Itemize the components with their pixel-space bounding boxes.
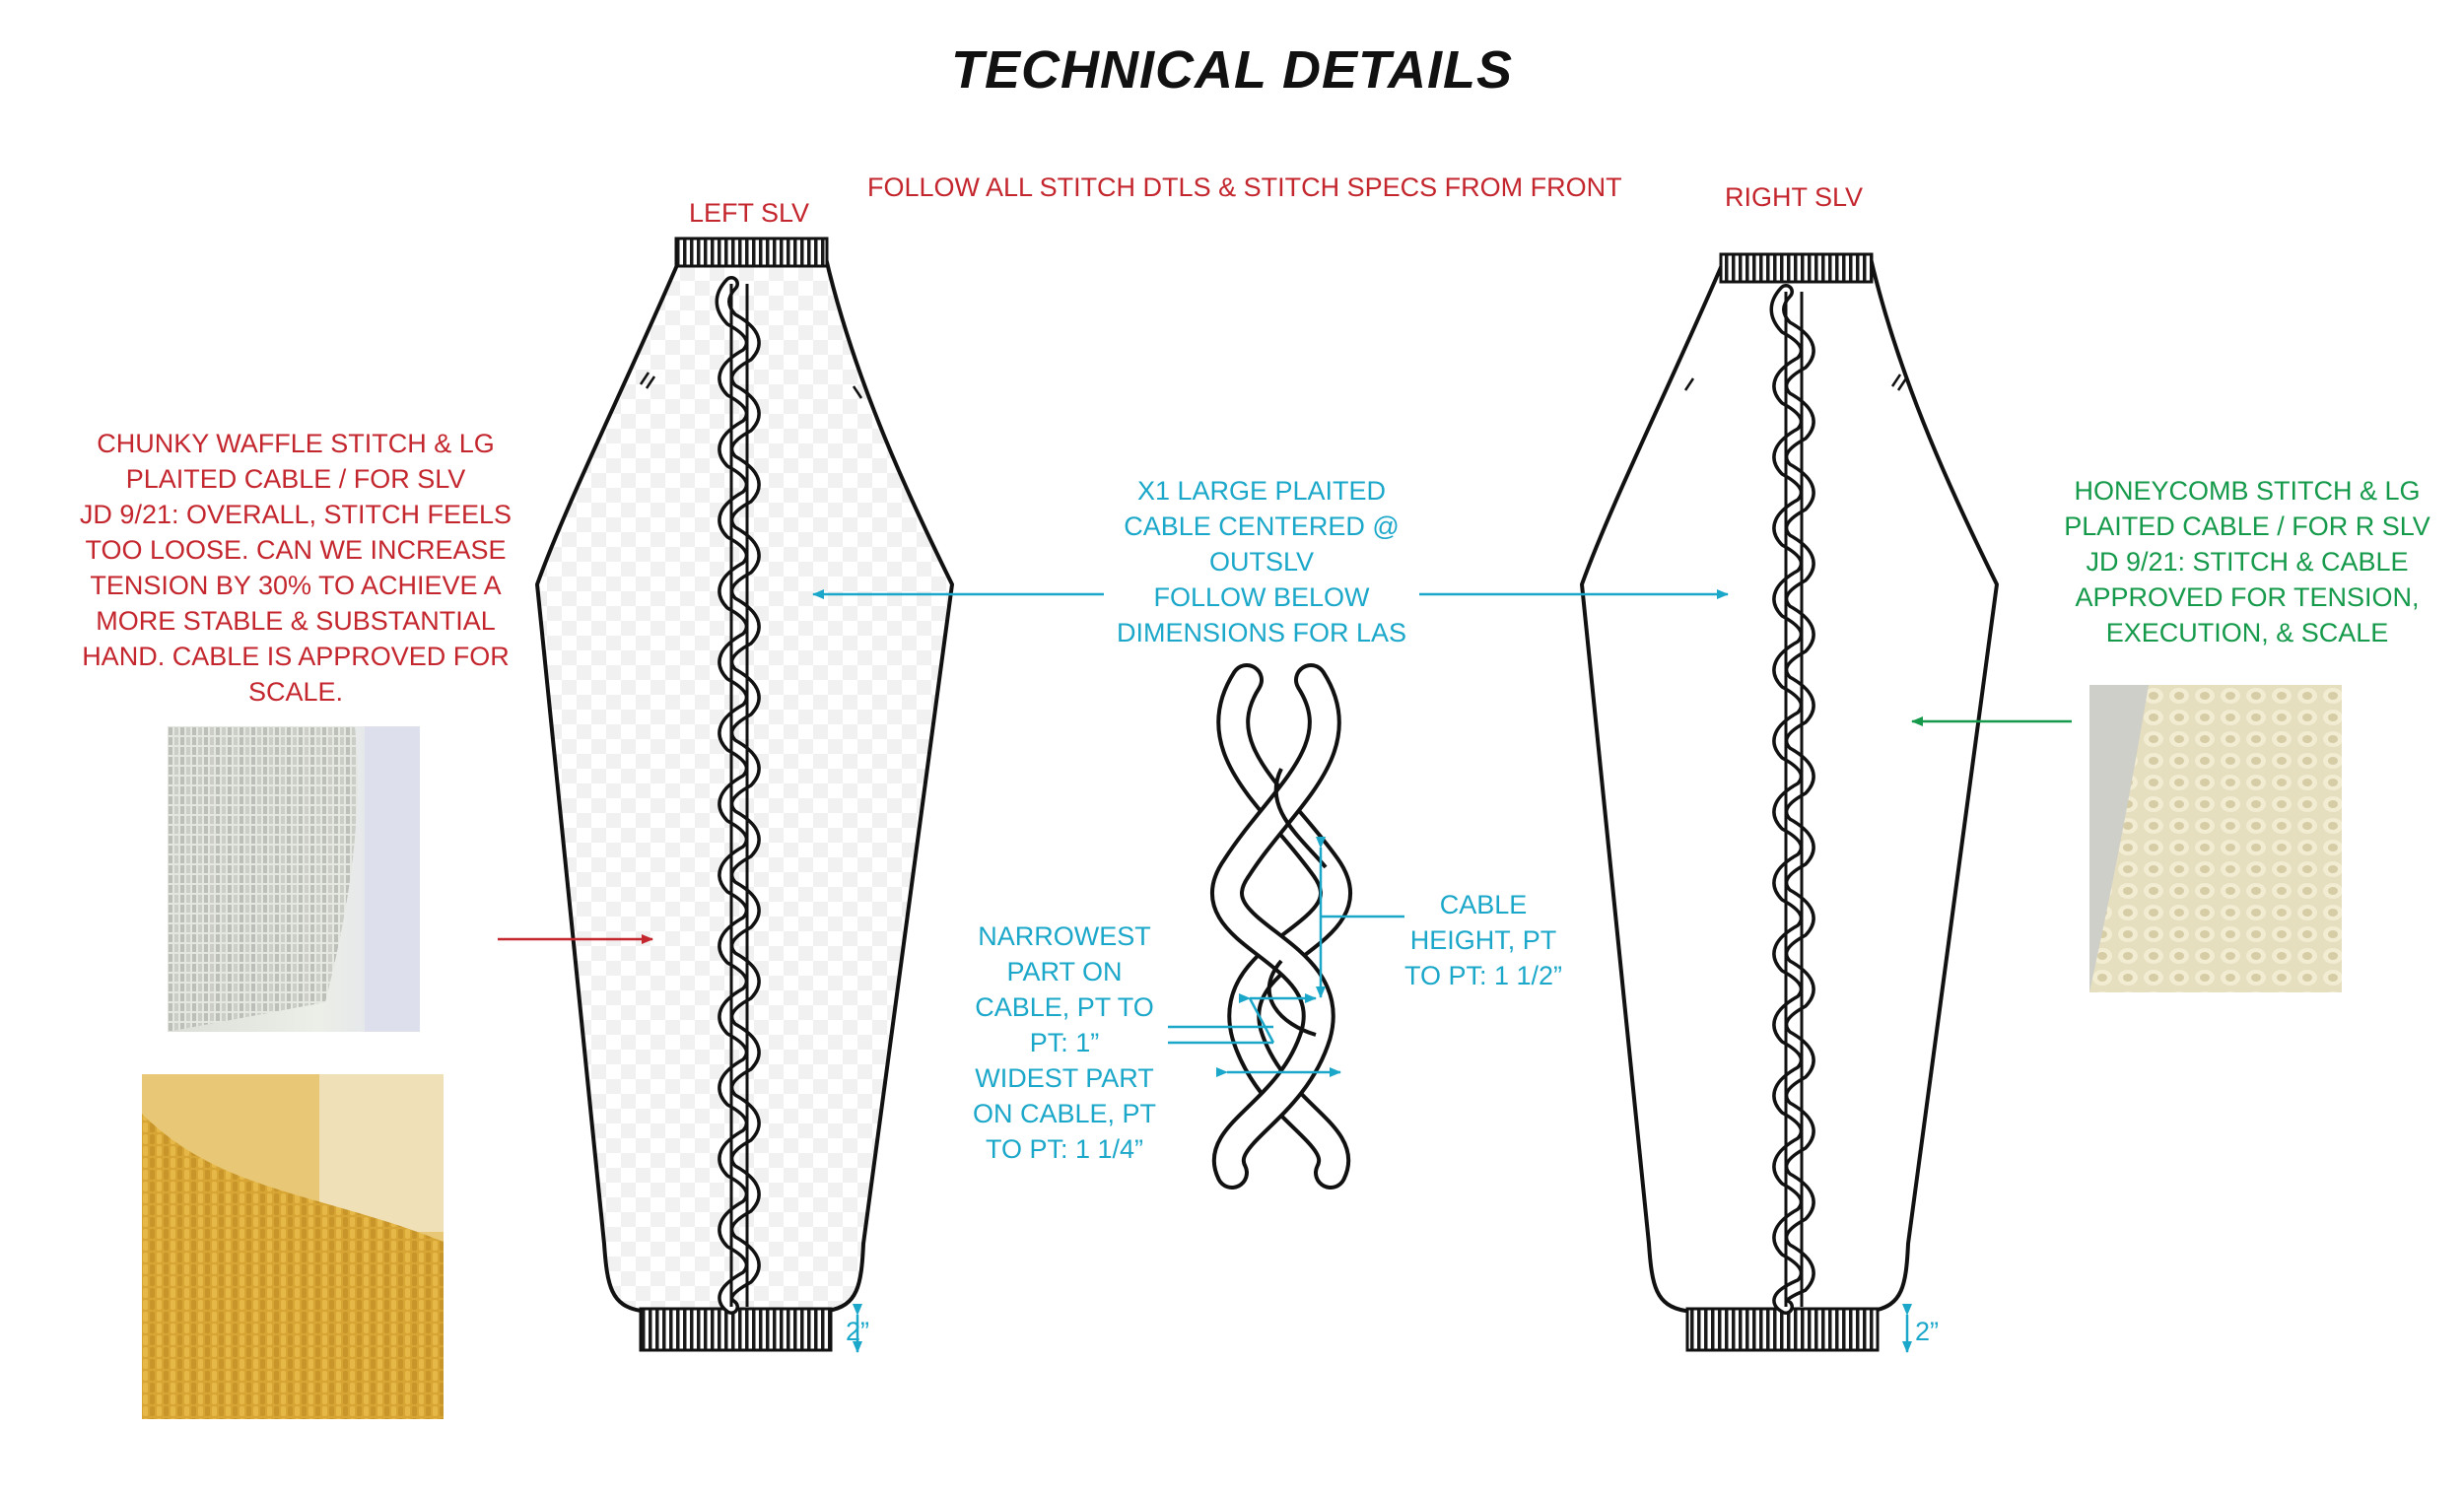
narrowest-part-note: NARROWEST PART ON CABLE, PT TO PT: 1” — [961, 918, 1168, 1060]
right-sleeve-cuff-rib — [1685, 1307, 1880, 1352]
left-note-line: TOO LOOSE. CAN WE INCREASE — [85, 535, 507, 565]
cable-callout-line: FOLLOW BELOW — [1153, 582, 1370, 612]
left-note-line: TENSION BY 30% TO ACHIEVE A — [90, 571, 502, 600]
left-sleeve-note: CHUNKY WAFFLE STITCH & LG PLAITED CABLE … — [59, 426, 532, 710]
left-note-line: JD 9/21: OVERALL, STITCH FEELS — [79, 500, 513, 529]
narrowest-line: PART ON — [1006, 957, 1123, 986]
widest-part-note: WIDEST PART ON CABLE, PT TO PT: 1 1/4” — [961, 1060, 1168, 1167]
left-sleeve-flat — [535, 237, 954, 1352]
narrowest-line: CABLE, PT TO — [975, 992, 1154, 1022]
cable-height-line: HEIGHT, PT — [1409, 925, 1557, 955]
left-note-line: SCALE. — [247, 677, 344, 707]
callout-arrows — [498, 589, 2072, 944]
stitch-instruction: FOLLOW ALL STITCH DTLS & STITCH SPECS FR… — [867, 172, 1622, 202]
cable-height-line: CABLE — [1439, 890, 1528, 919]
right-sleeve-flat — [1580, 252, 1999, 1352]
widest-line: ON CABLE, PT — [972, 1099, 1157, 1128]
right-sleeve-note: HONEYCOMB STITCH & LG PLAITED CABLE / FO… — [2050, 473, 2444, 650]
right-sleeve-top-rib — [1719, 252, 1874, 284]
narrowest-line: PT: 1” — [1029, 1028, 1100, 1057]
page-title: TECHNICAL DETAILS — [951, 40, 1513, 100]
mustard-knit-photo — [142, 1074, 444, 1419]
left-sleeve-cuff-rib — [639, 1307, 833, 1352]
cable-height-line: TO PT: 1 1/2” — [1403, 961, 1563, 990]
left-note-line: PLAITED CABLE / FOR SLV — [125, 464, 466, 494]
widest-line: WIDEST PART — [975, 1063, 1154, 1093]
honeycomb-stitch-photo — [2089, 685, 2342, 992]
right-sleeve-label: RIGHT SLV — [1724, 182, 1864, 212]
left-notch-mark — [639, 372, 656, 389]
cable-callout-line: X1 LARGE PLAITED — [1136, 476, 1387, 506]
right-note-line: APPROVED FOR TENSION, — [2075, 582, 2420, 612]
right-cuff-dimension: 2” — [1915, 1317, 1940, 1346]
narrowest-line: NARROWEST — [978, 921, 1151, 951]
left-note-line: HAND. CABLE IS APPROVED FOR — [82, 642, 510, 671]
left-note-line: CHUNKY WAFFLE STITCH & LG — [97, 429, 495, 458]
left-sleeve-label: LEFT SLV — [688, 198, 810, 228]
cable-dimensions — [853, 837, 1912, 1353]
right-note-line: HONEYCOMB STITCH & LG — [2074, 476, 2421, 506]
widest-line: TO PT: 1 1/4” — [985, 1134, 1144, 1164]
waffle-stitch-photo — [168, 726, 420, 1032]
left-notch-mark-right — [852, 385, 863, 399]
left-note-line: MORE STABLE & SUBSTANTIAL — [96, 606, 496, 636]
left-sleeve-top-rib — [674, 237, 829, 268]
cable-callout-line: OUTSLV — [1208, 547, 1315, 577]
cable-height-note: CABLE HEIGHT, PT TO PT: 1 1/2” — [1370, 887, 1597, 993]
cable-detail — [1210, 663, 1352, 1190]
cable-callout-line: CABLE CENTERED @ — [1124, 511, 1400, 541]
cable-callout: X1 LARGE PLAITED CABLE CENTERED @ OUTSLV… — [1094, 473, 1429, 650]
right-notch-mark-right — [1890, 374, 1908, 391]
right-notch-mark — [1683, 377, 1695, 391]
cable-callout-line: DIMENSIONS FOR LAS — [1116, 618, 1407, 647]
right-note-line: PLAITED CABLE / FOR R SLV — [2064, 511, 2430, 541]
left-cuff-dimension: 2” — [846, 1317, 870, 1346]
right-note-line: EXECUTION, & SCALE — [2105, 618, 2389, 647]
right-note-line: JD 9/21: STITCH & CABLE — [2086, 547, 2409, 577]
